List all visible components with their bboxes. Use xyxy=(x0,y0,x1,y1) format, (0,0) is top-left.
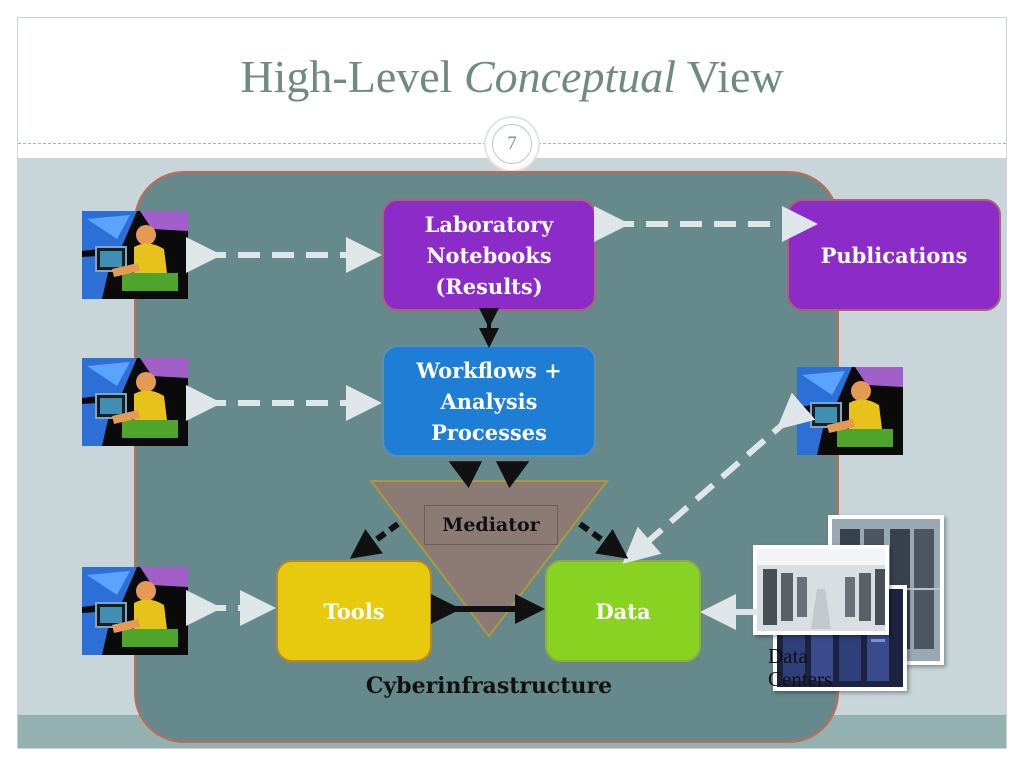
scientist-at-computer-icon xyxy=(82,358,188,446)
title-part-1: High-Level xyxy=(240,51,464,102)
slide-title: High-Level Conceptual View xyxy=(0,50,1024,103)
data-box: Data xyxy=(545,560,701,662)
arrow-mediator-to-data xyxy=(578,521,629,559)
title-part-2: View xyxy=(676,51,784,102)
workflows-box: Workflows + Analysis Processes xyxy=(382,345,596,457)
lab-notebooks-box: Laboratory Notebooks (Results) xyxy=(382,199,596,311)
publications-box: Publications xyxy=(787,199,1001,311)
scientist-at-computer-icon xyxy=(82,567,188,655)
arrow-user-to-data xyxy=(622,392,816,564)
slide-frame xyxy=(17,17,1007,749)
page-number-badge: 7 xyxy=(484,116,540,172)
cyberinfrastructure-label: Cyberinfrastructure xyxy=(365,673,613,699)
arrow-mediator-to-tools xyxy=(349,521,400,559)
arrow-mediator-to-workflows-right xyxy=(495,461,530,489)
page-number: 7 xyxy=(492,124,532,164)
title-italic-part: Conceptual xyxy=(463,51,677,102)
scientist-at-computer-icon xyxy=(82,211,188,299)
mediator-label: Mediator xyxy=(424,505,558,545)
arrow-mediator-to-workflows-left xyxy=(448,461,483,489)
data-centers-label: Data Centers xyxy=(768,644,833,691)
